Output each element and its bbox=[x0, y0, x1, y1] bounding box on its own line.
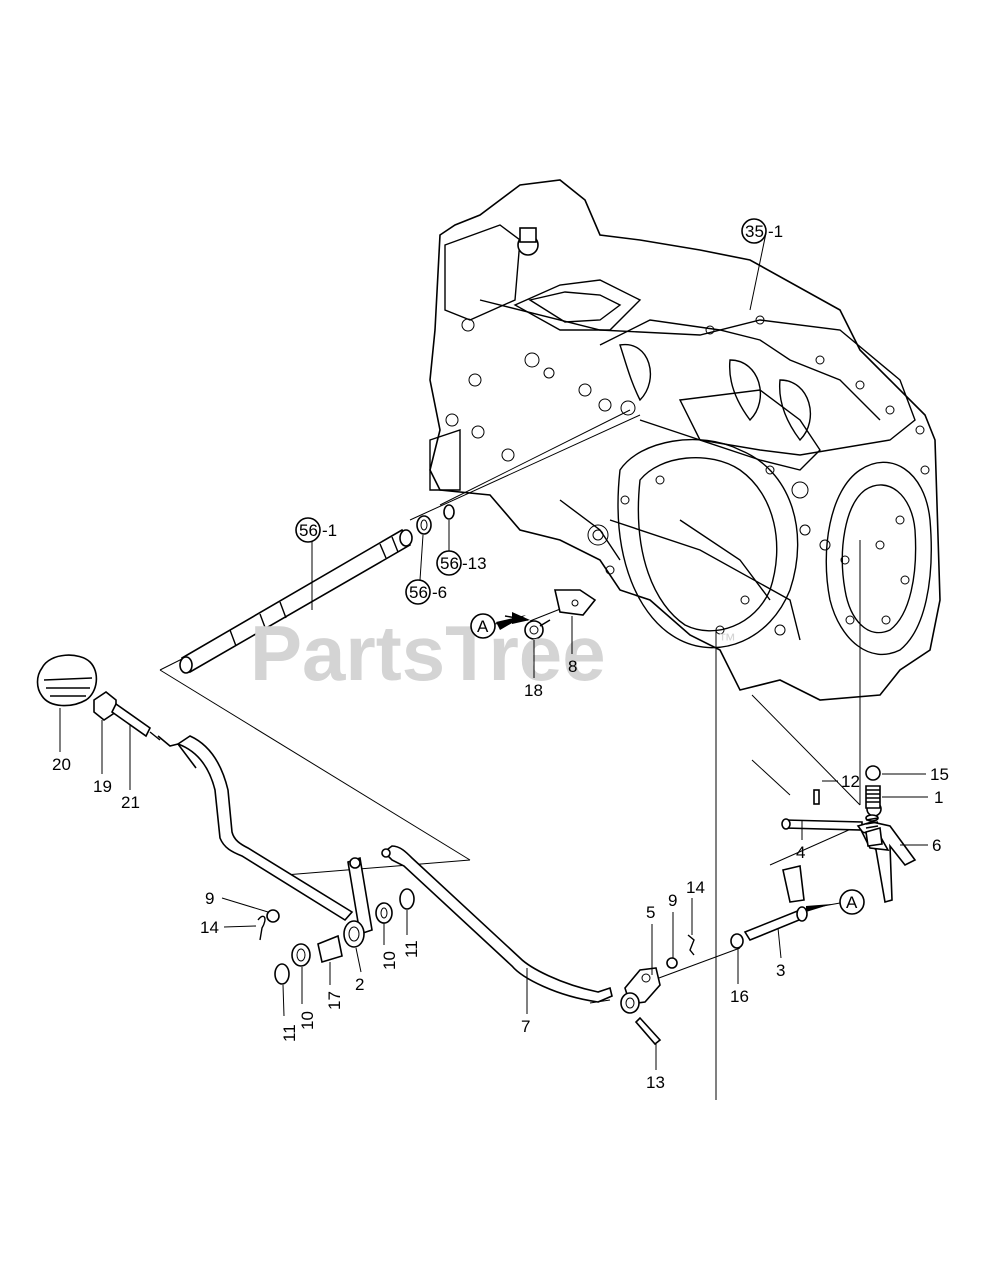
label-11-lower[interactable]: 11 bbox=[280, 1024, 299, 1042]
callouts: 35 -1 56 -1 56 -13 56 -6 A A bbox=[295, 218, 865, 915]
label-20[interactable]: 20 bbox=[52, 755, 71, 774]
rod-7 bbox=[381, 845, 613, 1003]
label-4[interactable]: 4 bbox=[796, 843, 805, 862]
transmission-housing bbox=[429, 179, 941, 701]
label-10-upper[interactable]: 10 bbox=[380, 951, 399, 970]
shift-shaft bbox=[179, 504, 455, 674]
lever-5 bbox=[620, 934, 695, 1046]
label-12[interactable]: 12 bbox=[841, 772, 860, 791]
callout-56-1[interactable]: 56 -1 bbox=[295, 517, 337, 543]
callout-a-left[interactable]: A bbox=[470, 613, 496, 639]
label-14-right[interactable]: 14 bbox=[686, 878, 705, 897]
label-15[interactable]: 15 bbox=[930, 765, 949, 784]
callout-35-1[interactable]: 35 -1 bbox=[741, 218, 783, 244]
callout-a-right[interactable]: A bbox=[839, 889, 865, 915]
label-8[interactable]: 8 bbox=[568, 657, 577, 676]
label-2[interactable]: 2 bbox=[355, 975, 364, 994]
callout-56-6[interactable]: 56 -6 bbox=[405, 579, 447, 605]
label-11-upper[interactable]: 11 bbox=[402, 940, 421, 958]
label-10-lower[interactable]: 10 bbox=[298, 1011, 317, 1030]
callout-56-13-number: 56 bbox=[440, 554, 459, 573]
label-16[interactable]: 16 bbox=[730, 987, 749, 1006]
watermark: PartsTree ™ bbox=[250, 609, 736, 697]
part-labels: 8 18 20 19 21 12 15 1 4 6 9 14 2 10 11 1… bbox=[52, 616, 949, 1092]
callout-a-left-letter: A bbox=[477, 617, 489, 636]
label-14-left[interactable]: 14 bbox=[200, 918, 219, 937]
label-21[interactable]: 21 bbox=[121, 793, 140, 812]
callout-56-1-suffix: -1 bbox=[322, 521, 337, 540]
callout-56-1-number: 56 bbox=[299, 521, 318, 540]
label-6[interactable]: 6 bbox=[932, 836, 941, 855]
shift-fork-assembly bbox=[730, 789, 917, 949]
bracket-8 bbox=[504, 589, 597, 640]
label-9-left[interactable]: 9 bbox=[205, 889, 214, 908]
callout-56-13-suffix: -13 bbox=[462, 554, 487, 573]
callout-56-6-number: 56 bbox=[409, 583, 428, 602]
label-19[interactable]: 19 bbox=[93, 777, 112, 796]
label-1[interactable]: 1 bbox=[934, 788, 943, 807]
callout-35-1-number: 35 bbox=[745, 222, 764, 241]
label-7[interactable]: 7 bbox=[521, 1017, 530, 1036]
watermark-text: PartsTree bbox=[250, 609, 606, 697]
label-9-right[interactable]: 9 bbox=[668, 891, 677, 910]
label-18[interactable]: 18 bbox=[524, 681, 543, 700]
assembly-lines bbox=[159, 409, 861, 1100]
lever-2 bbox=[257, 856, 415, 985]
watermark-trademark: ™ bbox=[718, 630, 736, 650]
callout-56-6-suffix: -6 bbox=[432, 583, 447, 602]
callout-a-arrows bbox=[494, 615, 841, 909]
callout-a-right-letter: A bbox=[846, 893, 858, 912]
label-5[interactable]: 5 bbox=[646, 903, 655, 922]
label-13[interactable]: 13 bbox=[646, 1073, 665, 1092]
callout-56-13[interactable]: 56 -13 bbox=[436, 550, 487, 576]
label-17[interactable]: 17 bbox=[325, 991, 344, 1010]
callout-35-1-suffix: -1 bbox=[768, 222, 783, 241]
label-3[interactable]: 3 bbox=[776, 961, 785, 980]
shift-knob-assembly bbox=[36, 654, 354, 922]
